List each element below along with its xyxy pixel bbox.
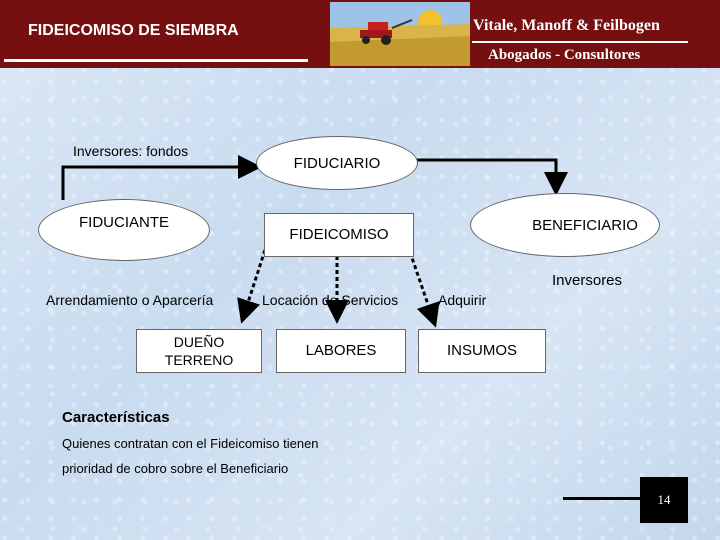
- connector-adquirir: [408, 251, 440, 328]
- node-beneficiario-label: BENEFICIARIO: [532, 216, 638, 234]
- connector-fiduciante-fiduciario: [61, 155, 262, 200]
- header-bar: FIDEICOMISO DE SIEMBRA Vitale, Manoff & …: [0, 0, 720, 68]
- harvest-logo-icon: [330, 2, 470, 66]
- notes-heading: Características: [62, 409, 170, 426]
- node-dueno-line1: DUEÑO: [173, 334, 225, 350]
- label-arrendamiento: Arrendamiento o Aparcería: [46, 292, 214, 308]
- slide-title: FIDEICOMISO DE SIEMBRA: [28, 22, 239, 39]
- title-underline: [4, 59, 308, 62]
- node-fiduciario-label: FIDUCIARIO: [293, 154, 381, 172]
- node-fiduciario: FIDUCIARIO: [256, 136, 418, 190]
- page-number: 14: [640, 477, 688, 523]
- node-insumos-label: INSUMOS: [446, 342, 517, 359]
- node-labores: LABORES: [276, 329, 406, 373]
- node-fiduciante: FIDUCIANTE: [38, 199, 210, 261]
- label-inversores-fondos: Inversores: fondos: [73, 143, 189, 159]
- node-beneficiario: BENEFICIARIO: [470, 193, 660, 257]
- notes-line-2: prioridad de cobro sobre el Beneficiario: [62, 461, 289, 476]
- notes-line-1: Quienes contratan con el Fideicomiso tie…: [62, 436, 319, 451]
- label-inversores: Inversores: [552, 272, 623, 289]
- node-dueno-terreno: DUEÑO TERRENO: [136, 329, 262, 373]
- label-adquirir: Adquirir: [438, 292, 487, 308]
- node-fideicomiso-label: FIDEICOMISO: [289, 226, 389, 243]
- firm-name: Vitale, Manoff & Feilbogen: [473, 17, 660, 34]
- node-dueno-line2: TERRENO: [164, 352, 234, 368]
- node-fideicomiso: FIDEICOMISO: [264, 213, 414, 257]
- page-number-decoration: [563, 497, 640, 500]
- firm-subtitle: Abogados - Consultores: [488, 47, 641, 63]
- node-fiduciante-label: FIDUCIANTE: [79, 214, 169, 231]
- node-labores-label: LABORES: [305, 342, 377, 359]
- connector-fiduciario-beneficiario: [416, 158, 568, 196]
- label-locacion: Locación de Servicios: [262, 292, 399, 308]
- firm-divider: [472, 41, 688, 43]
- node-insumos: INSUMOS: [418, 329, 546, 373]
- connector-arrendamiento: [237, 249, 267, 324]
